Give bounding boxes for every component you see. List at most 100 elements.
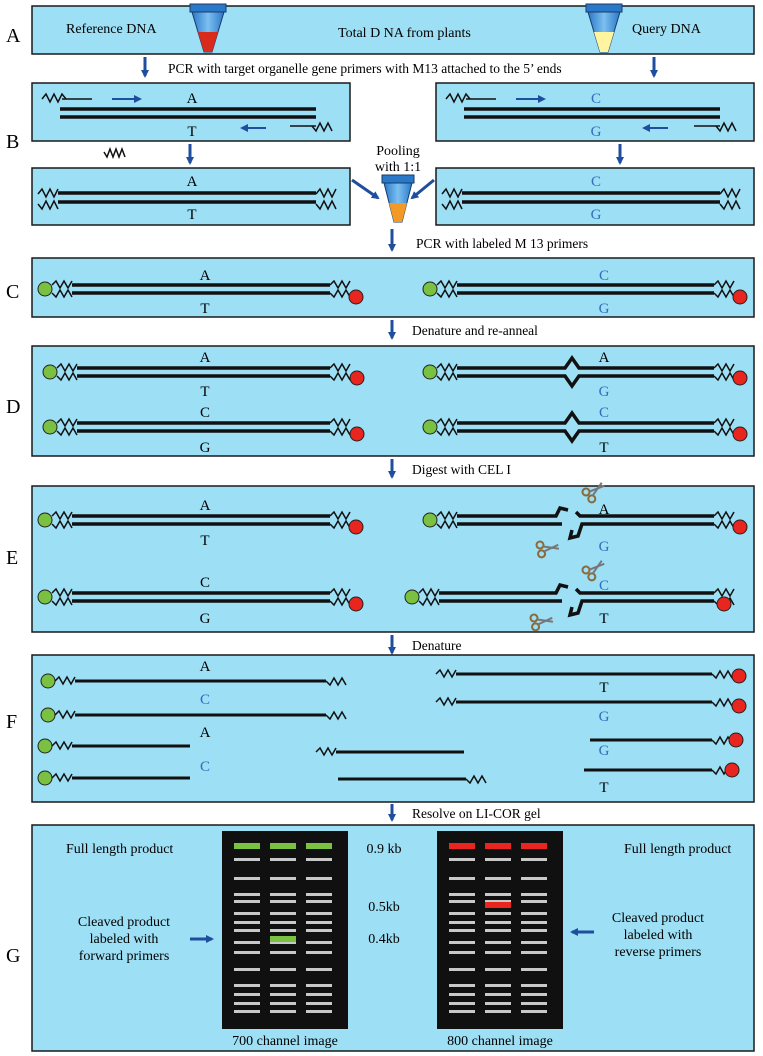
scissors-icon bbox=[529, 613, 554, 632]
ladder-band bbox=[306, 1010, 332, 1013]
panel-label-d: D bbox=[6, 396, 20, 418]
ladder-band bbox=[521, 921, 547, 924]
ladder-band bbox=[234, 900, 260, 903]
panel-label-a: A bbox=[6, 25, 21, 47]
ladder-band bbox=[485, 941, 511, 944]
ladder-band bbox=[449, 929, 475, 932]
ladder-band bbox=[521, 968, 547, 971]
svg-text:G: G bbox=[599, 301, 610, 317]
heteroduplex-a-g: A G bbox=[422, 350, 748, 400]
cleaved-reverse-line3: reverse primers bbox=[615, 945, 702, 960]
ladder-band bbox=[485, 921, 511, 924]
full-length-band bbox=[521, 843, 547, 849]
ladder-band bbox=[306, 858, 332, 861]
cleaved-forward-line1: Cleaved product bbox=[78, 915, 170, 930]
panel-a: A Reference DNA Total D NA from plants Q… bbox=[6, 3, 755, 55]
ladder-band bbox=[270, 877, 296, 880]
step-denature: Denature bbox=[412, 638, 461, 653]
unlabeled-fragment-lower bbox=[338, 774, 487, 785]
svg-text:C: C bbox=[200, 405, 210, 421]
ladder-band bbox=[306, 1002, 332, 1005]
svg-text:C: C bbox=[200, 575, 210, 591]
ladder-band bbox=[270, 929, 296, 932]
full-length-band bbox=[270, 843, 296, 849]
heteroduplex-c-t: C T bbox=[422, 405, 748, 456]
ladder-band bbox=[270, 858, 296, 861]
svg-text:C: C bbox=[200, 692, 210, 708]
cleaved-forward-line2: labeled with bbox=[90, 932, 159, 947]
svg-text:T: T bbox=[200, 301, 209, 317]
svg-text:C: C bbox=[200, 759, 210, 775]
svg-text:A: A bbox=[599, 350, 610, 366]
cleaved-band bbox=[270, 936, 296, 942]
base-t: T bbox=[187, 124, 196, 140]
step-pcr-labeled: PCR with labeled M 13 primers bbox=[416, 236, 588, 251]
ladder-band bbox=[521, 1010, 547, 1013]
ladder-band bbox=[234, 1010, 260, 1013]
ladder-band bbox=[449, 1002, 475, 1005]
ladder-band bbox=[521, 893, 547, 896]
ladder-band bbox=[449, 968, 475, 971]
svg-text:A: A bbox=[200, 725, 211, 741]
pooling-label-line1: Pooling bbox=[376, 144, 420, 159]
duplex-query-labeled: C G bbox=[422, 268, 748, 317]
single-strand-c-cleaved: C bbox=[37, 759, 210, 786]
caption-800-channel: 800 channel image bbox=[447, 1034, 553, 1049]
svg-text:T: T bbox=[599, 440, 608, 456]
svg-text:T: T bbox=[200, 533, 209, 549]
ladder-band bbox=[485, 951, 511, 954]
ladder-band bbox=[270, 893, 296, 896]
pooling-label-line2: with 1:1 bbox=[375, 160, 421, 175]
svg-text:C: C bbox=[599, 405, 609, 421]
ladder-band bbox=[449, 912, 475, 915]
ladder-band bbox=[485, 858, 511, 861]
ladder-band bbox=[485, 893, 511, 896]
ladder-band bbox=[306, 900, 332, 903]
gel-700-bands bbox=[234, 843, 332, 1013]
ladder-band bbox=[449, 877, 475, 880]
ladder-band bbox=[270, 912, 296, 915]
cleaved-band bbox=[485, 902, 511, 908]
panel-d: A T C G A G bbox=[31, 345, 755, 457]
gel-800-bands bbox=[449, 843, 547, 1013]
ladder-band bbox=[485, 1002, 511, 1005]
size-09kb: 0.9 kb bbox=[367, 842, 402, 857]
panel-a-box bbox=[31, 5, 755, 55]
ladder-band bbox=[306, 941, 332, 944]
panel-b-top-left: A T bbox=[31, 82, 351, 142]
single-strand-g-full: G bbox=[435, 696, 747, 725]
ladder-band bbox=[234, 993, 260, 996]
svg-text:A: A bbox=[200, 498, 211, 514]
full-length-band bbox=[485, 843, 511, 849]
ladder-band bbox=[306, 893, 332, 896]
svg-text:T: T bbox=[599, 680, 608, 696]
ladder-band bbox=[234, 1002, 260, 1005]
cleaved-heteroduplex-c-t: C T bbox=[404, 560, 735, 632]
panel-label-b: B bbox=[6, 131, 19, 153]
svg-text:G: G bbox=[200, 440, 211, 456]
ladder-band bbox=[306, 877, 332, 880]
ladder-band bbox=[521, 929, 547, 932]
ladder-band bbox=[449, 900, 475, 903]
panel-g: Full length product Full length product … bbox=[31, 824, 755, 1052]
ladder-band bbox=[521, 877, 547, 880]
panel-b-bottom-left: A T bbox=[31, 167, 351, 226]
ladder-band bbox=[306, 921, 332, 924]
svg-text:T: T bbox=[599, 611, 608, 627]
single-strand-t-cleaved: T bbox=[584, 762, 740, 796]
svg-text:A: A bbox=[200, 350, 211, 366]
ladder-band bbox=[449, 1010, 475, 1013]
panel-b-top-right: C G bbox=[435, 82, 755, 142]
ladder-band bbox=[485, 1010, 511, 1013]
ladder-band bbox=[270, 1002, 296, 1005]
ladder-band bbox=[485, 968, 511, 971]
ladder-band bbox=[449, 921, 475, 924]
ladder-band bbox=[449, 951, 475, 954]
reference-dna-label: Reference DNA bbox=[66, 22, 157, 37]
svg-text:C: C bbox=[599, 578, 609, 594]
ladder-band bbox=[234, 893, 260, 896]
ladder-band bbox=[521, 858, 547, 861]
ladder-band bbox=[234, 951, 260, 954]
svg-text:A: A bbox=[200, 268, 211, 284]
single-strand-a-full: A bbox=[40, 659, 347, 689]
